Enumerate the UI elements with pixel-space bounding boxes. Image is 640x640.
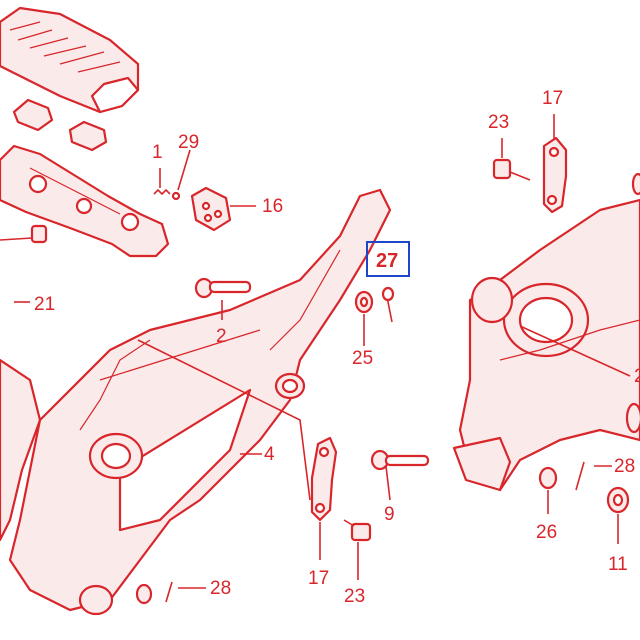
bracket-17-upper[interactable]	[542, 136, 568, 214]
cotter-pin-27[interactable]	[381, 286, 395, 323]
spring-pin[interactable]	[153, 188, 181, 201]
pin-28-lower[interactable]	[165, 581, 173, 603]
callout-27[interactable]: 27	[376, 250, 398, 272]
callout-23-upper[interactable]: 23	[488, 112, 509, 133]
leader-lines	[14, 114, 631, 589]
bracket-17-lower[interactable]	[310, 436, 338, 522]
callout-2-right[interactable]: 2	[634, 366, 640, 387]
callout-17-upper[interactable]: 17	[542, 88, 563, 109]
callout-11[interactable]: 11	[608, 554, 628, 575]
callout-28-lower[interactable]: 28	[210, 578, 231, 599]
bolt-23-upper[interactable]	[492, 158, 531, 181]
callout-17-lower[interactable]: 17	[308, 568, 329, 589]
footpeg-plate[interactable]	[12, 98, 108, 152]
bolt-23-lower[interactable]	[343, 519, 372, 542]
footpeg-rubber[interactable]	[0, 6, 140, 114]
callout-25[interactable]: 25	[352, 348, 373, 369]
washer-right-edge[interactable]	[625, 172, 640, 434]
callout-23-lower[interactable]: 23	[344, 586, 365, 607]
callout-9[interactable]: 9	[384, 504, 395, 525]
callout-2[interactable]: 2	[216, 326, 227, 347]
callout-4[interactable]: 4	[264, 444, 275, 465]
plate-16[interactable]	[190, 186, 232, 232]
nut-11[interactable]	[606, 486, 630, 514]
washer-bottom[interactable]	[135, 583, 153, 605]
callout-29[interactable]: 29	[178, 132, 199, 153]
step-holder-left[interactable]	[0, 188, 392, 616]
callout-1[interactable]: 1	[152, 142, 163, 163]
bolt-left[interactable]	[0, 224, 48, 244]
callout-21[interactable]: 21	[34, 294, 55, 315]
callout-28-upper[interactable]: 28	[614, 456, 635, 477]
washer-25[interactable]	[354, 290, 374, 314]
callout-26[interactable]: 26	[536, 522, 557, 543]
footpeg-bracket[interactable]	[0, 144, 170, 258]
callout-16[interactable]: 16	[262, 196, 283, 217]
step-holder-right[interactable]	[452, 198, 640, 492]
pin-28-upper[interactable]	[575, 461, 585, 491]
bolt-9[interactable]	[370, 449, 430, 471]
highlight-callout-27[interactable]: 27	[366, 241, 410, 277]
bolt-2[interactable]	[194, 277, 252, 299]
washer-26[interactable]	[538, 466, 558, 490]
